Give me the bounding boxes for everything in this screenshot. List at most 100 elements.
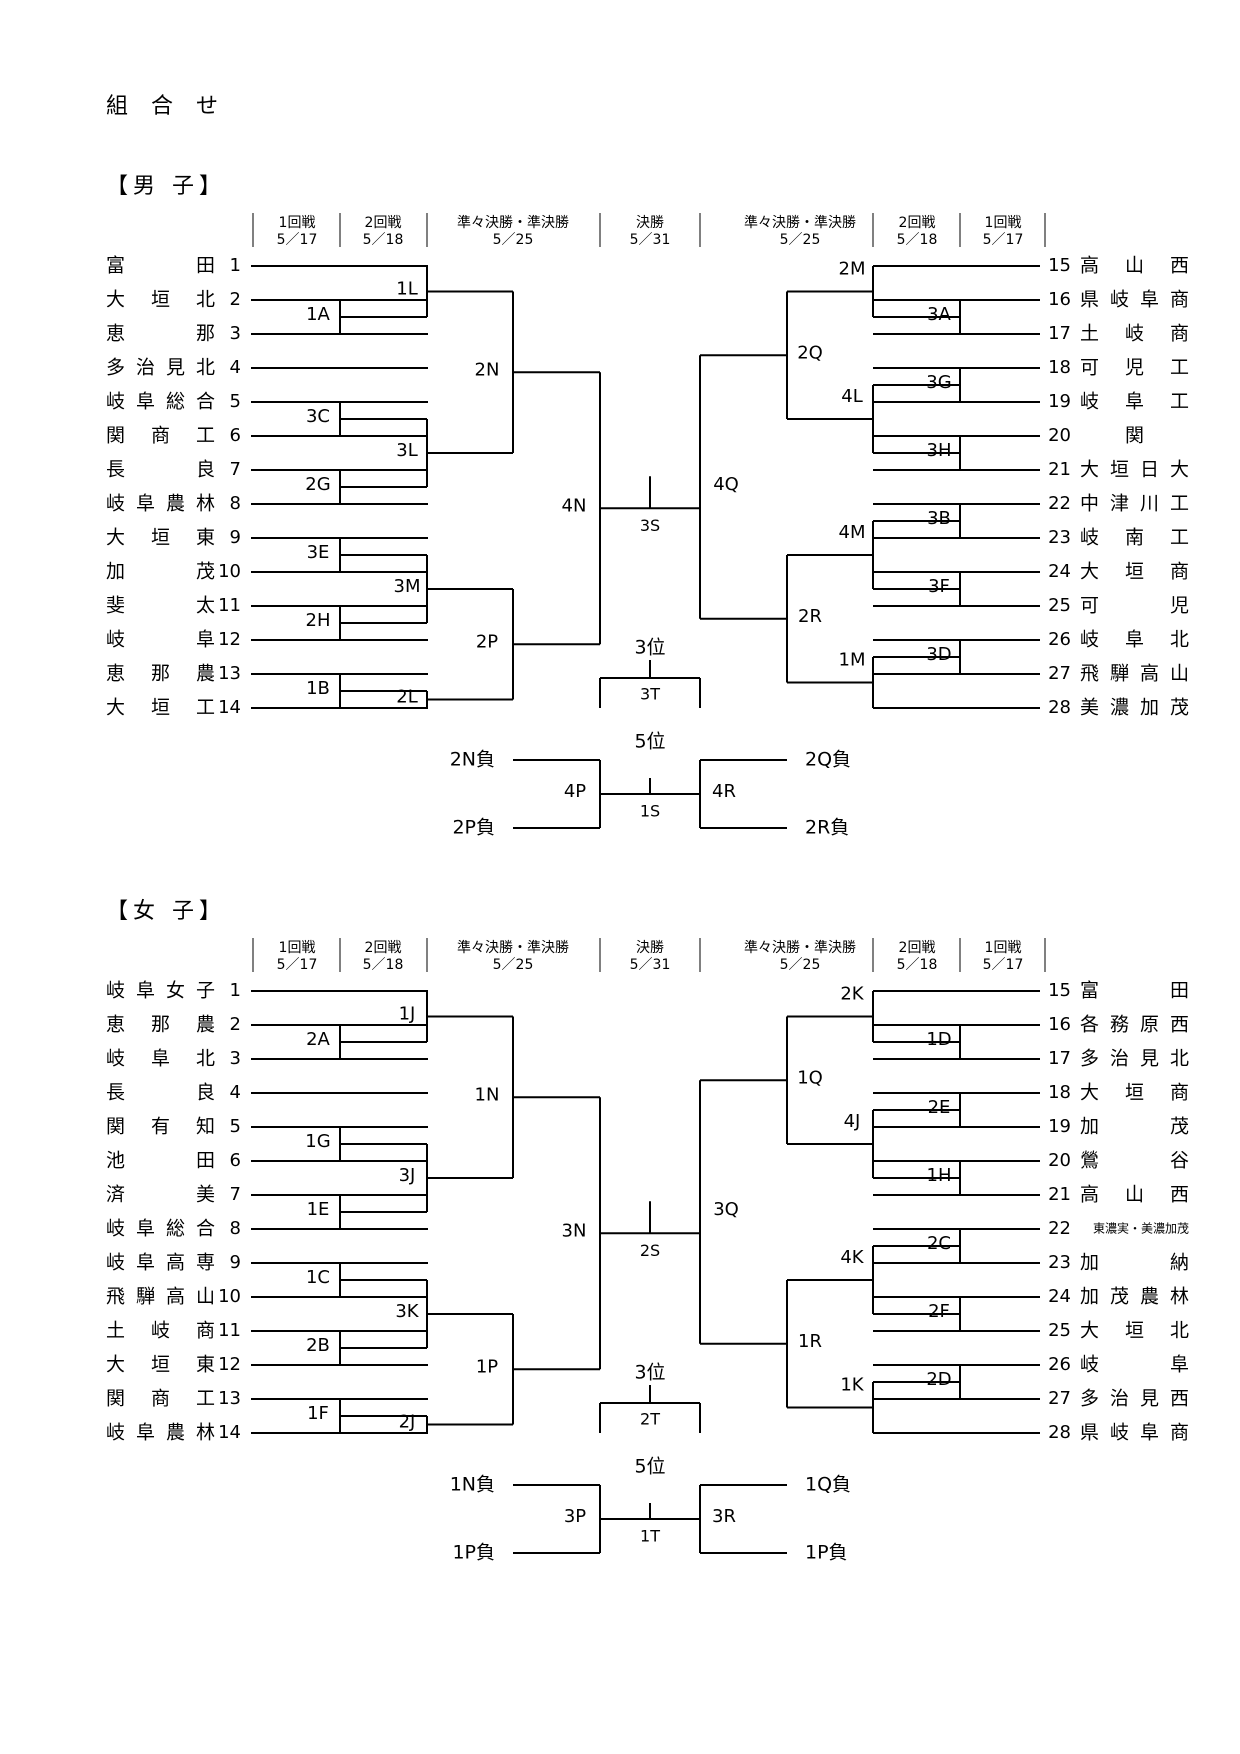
team-name-left: 大垣東 xyxy=(106,527,215,549)
fifth-place-title: 5位 xyxy=(634,1456,665,1478)
team-name-char: 工 xyxy=(1170,357,1189,379)
match-label: 2M xyxy=(839,259,866,280)
team-name-right: 土岐商 xyxy=(1080,323,1189,345)
round-name: 決勝 xyxy=(636,940,664,956)
round-name: 準々決勝・準決勝 xyxy=(457,215,569,231)
team-number: 1 xyxy=(230,255,241,276)
match-label: 3P xyxy=(564,1506,586,1527)
team-name-char: 大 xyxy=(1080,1320,1099,1342)
team-number: 10 xyxy=(218,561,241,582)
team-name-char: 商 xyxy=(1170,289,1189,311)
team-name-left: 大垣東 xyxy=(106,1354,215,1376)
team-number: 7 xyxy=(230,459,241,480)
team-number: 9 xyxy=(230,527,241,548)
team-name-char: 高 xyxy=(166,1286,185,1308)
match-label: 4N xyxy=(562,495,587,516)
team-name-char: 北 xyxy=(196,357,215,379)
team-name-char: 阜 xyxy=(1140,1422,1159,1444)
team-number: 18 xyxy=(1048,1082,1071,1103)
team-name-char: 商 xyxy=(196,1320,215,1342)
match-label: 1R xyxy=(798,1331,822,1352)
match-label: 3M xyxy=(394,576,421,597)
round-name: 1回戦 xyxy=(985,215,1022,231)
match-label: 2C xyxy=(927,1233,951,1254)
team-name-char: 大 xyxy=(106,697,125,719)
match-label: 3F xyxy=(928,576,950,597)
team-name-right: 加茂農林 xyxy=(1080,1286,1189,1308)
round-date: 5／31 xyxy=(630,232,671,248)
third-place-label: 2T xyxy=(640,1410,660,1429)
match-label: 2K xyxy=(840,984,864,1005)
team-name-char: 合 xyxy=(196,391,215,413)
team-name-char: 県 xyxy=(1080,289,1099,311)
team-name-right: 多治見北 xyxy=(1080,1048,1189,1070)
team-name-char: 農 xyxy=(196,1014,215,1036)
team-name-right: 多治見西 xyxy=(1080,1388,1189,1410)
team-number: 2 xyxy=(230,1014,241,1035)
round-date: 5／17 xyxy=(983,957,1024,973)
team-number: 25 xyxy=(1048,595,1071,616)
team-name-right: 岐南工 xyxy=(1080,527,1189,549)
team-number: 17 xyxy=(1048,323,1071,344)
round-date: 5／18 xyxy=(363,232,404,248)
round-name: 2回戦 xyxy=(899,940,936,956)
round-name: 2回戦 xyxy=(899,215,936,231)
fifth-place-entry: 1N負 xyxy=(450,1474,495,1496)
match-label: 2Q xyxy=(797,342,823,363)
team-name-char: 阜 xyxy=(136,1252,155,1274)
team-name-char: 関 xyxy=(106,1388,125,1410)
match-label: 3A xyxy=(927,304,951,325)
team-name-char: 中 xyxy=(1080,493,1099,515)
team-name-char: 阜 xyxy=(136,493,155,515)
fifth-place-entry: 2P負 xyxy=(452,817,495,839)
team-name-char: 関 xyxy=(1125,425,1144,447)
round-name: 準々決勝・準決勝 xyxy=(744,940,856,956)
team-name-right: 高山西 xyxy=(1080,255,1189,277)
team-name-char: 恵 xyxy=(106,323,125,345)
team-number: 27 xyxy=(1048,1388,1071,1409)
team-name-char: 北 xyxy=(196,289,215,311)
team-number: 10 xyxy=(218,1286,241,1307)
team-name-char: 岐 xyxy=(106,629,125,651)
match-label: 1L xyxy=(396,279,417,300)
team-number: 5 xyxy=(230,1116,241,1137)
match-label: 4J xyxy=(844,1111,861,1132)
bracket-boys: 1回戦5／172回戦5／18準々決勝・準決勝5／25決勝5／31準々決勝・準決勝… xyxy=(106,213,1189,839)
team-name-right: 可児 xyxy=(1080,595,1189,617)
bracket-girls: 1回戦5／172回戦5／18準々決勝・準決勝5／25決勝5／31準々決勝・準決勝… xyxy=(106,938,1189,1564)
team-number: 16 xyxy=(1048,1014,1071,1035)
team-name-char: 加 xyxy=(106,561,125,583)
team-name-char: 鶯 xyxy=(1080,1150,1099,1172)
team-name-right: 中津川工 xyxy=(1080,493,1189,515)
match-label: 2P xyxy=(476,631,498,652)
team-number: 16 xyxy=(1048,289,1071,310)
team-name-char: 垣 xyxy=(1125,561,1144,583)
team-name-left: 岐阜農林 xyxy=(106,493,215,515)
team-name-char: 高 xyxy=(166,1252,185,1274)
team-name-char: 多 xyxy=(1080,1048,1099,1070)
match-label: 3G xyxy=(926,372,951,393)
final-label: 2S xyxy=(640,1241,660,1260)
team-name-char: 工 xyxy=(196,425,215,447)
team-name-char: 農 xyxy=(1140,1286,1159,1308)
team-name-char: 大 xyxy=(1080,561,1099,583)
match-label: 1H xyxy=(927,1165,952,1186)
match-label: 1F xyxy=(307,1403,329,1424)
match-label: 2J xyxy=(399,1412,416,1433)
team-name-char: 各 xyxy=(1080,1014,1099,1036)
team-name-char: 西 xyxy=(1170,1184,1189,1206)
team-number: 23 xyxy=(1048,1252,1071,1273)
team-name-right: 鶯谷 xyxy=(1080,1150,1189,1172)
team-name-char: 合 xyxy=(196,1218,215,1240)
team-name-char: 北 xyxy=(1170,1320,1189,1342)
team-name-char: 納 xyxy=(1170,1252,1189,1274)
team-name-left: 恵那農 xyxy=(106,1014,215,1036)
team-name-char: 恵 xyxy=(106,663,125,685)
team-name-char: 児 xyxy=(1125,357,1144,379)
round-name: 1回戦 xyxy=(279,215,316,231)
team-name-char: 林 xyxy=(196,493,215,515)
team-name-right: 各務原西 xyxy=(1080,1014,1189,1036)
match-label: 4M xyxy=(839,522,866,543)
team-name-char: 山 xyxy=(1170,663,1189,685)
team-number: 8 xyxy=(230,1218,241,1239)
